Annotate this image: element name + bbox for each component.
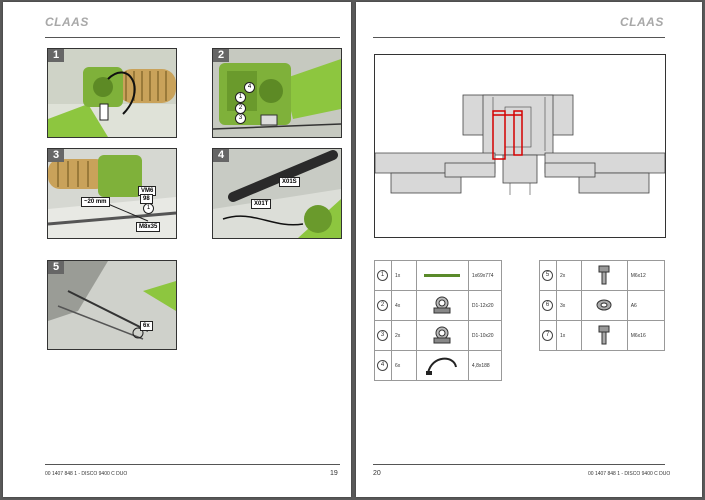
part-description: 4,8x188 (467, 350, 503, 381)
table-row: 7 1x M6x16 (539, 320, 666, 351)
part-description: M6x16 (626, 320, 666, 351)
item-index: 2 (377, 300, 388, 311)
figure-1: 1 (47, 48, 177, 138)
callout-label: ~20 mm (81, 197, 110, 207)
quantity: 6x (391, 350, 417, 381)
item-index: 5 (542, 270, 553, 281)
callout-label: M8x35 (136, 222, 161, 232)
figure-2: 2 4 1 2 3 (212, 48, 342, 138)
header-rule (373, 37, 665, 38)
item-index: 4 (377, 360, 388, 371)
footer-rule (45, 464, 340, 465)
figure-number: 1 (48, 49, 65, 62)
left-page: CLAAS 1 (3, 2, 351, 497)
claas-logo: CLAAS (620, 15, 664, 29)
part-description: M6x12 (626, 260, 666, 291)
figure-2-photo (213, 49, 341, 137)
callout-label: X01S (279, 177, 300, 187)
callout-marker: 1 (143, 203, 154, 214)
callout-label: 6x (140, 321, 153, 331)
quantity: 4x (391, 290, 417, 321)
right-page: CLAAS (356, 2, 702, 497)
page-number: 20 (373, 470, 381, 477)
figure-number: 5 (48, 261, 65, 274)
figure-5: 5 6x (47, 260, 177, 350)
table-row: 6 3x A6 (539, 290, 666, 321)
figure-number: 3 (48, 149, 65, 162)
bolt-icon (581, 260, 628, 291)
bolt-icon (581, 320, 628, 351)
item-index: 6 (542, 300, 553, 311)
nut-icon (581, 290, 628, 321)
figure-5-photo (48, 261, 176, 349)
claas-logo: CLAAS (45, 15, 89, 29)
item-index: 1 (377, 270, 388, 281)
parts-table-right: 5 2x M6x12 6 3x A6 7 1x M6x16 (539, 260, 666, 351)
machine-overview-diagram (374, 94, 666, 195)
table-row: 5 2x M6x12 (539, 260, 666, 291)
figure-4: 4 X01S X01T (212, 148, 342, 239)
part-description: 1x69x774 (467, 260, 503, 291)
table-row: 2 4x D1-12x20 (374, 290, 503, 321)
figure-number: 2 (213, 49, 230, 62)
figure-1-photo (48, 49, 176, 137)
figure-4-photo (213, 149, 341, 238)
figure-number: 4 (213, 149, 230, 162)
footer-rule (373, 464, 665, 465)
clamp-icon (416, 320, 469, 351)
footer-doc-id: 00 1407 848 1 - DISCO 9400 C DUO (45, 471, 128, 477)
quantity: 1x (391, 260, 417, 291)
header-rule (45, 37, 340, 38)
callout-marker: 3 (235, 113, 246, 124)
table-row: 1 1x 1x69x774 (374, 260, 503, 291)
callout-label: X01T (251, 199, 272, 209)
quantity: 3x (556, 290, 582, 321)
strip-icon (416, 260, 469, 291)
item-index: 7 (542, 330, 553, 341)
footer-doc-id: 00 1407 848 1 - DISCO 9400 C DUO (588, 471, 671, 477)
table-row: 4 6x 4,8x188 (374, 350, 503, 381)
quantity: 2x (391, 320, 417, 351)
quantity: 2x (556, 260, 582, 291)
part-description: D1-12x20 (467, 290, 503, 321)
quantity: 1x (556, 320, 582, 351)
figure-3: 3 VM6 98 1 ~20 mm M8x35 (47, 148, 177, 239)
callout-marker: 1 (235, 92, 246, 103)
table-row: 3 2x D1-10x20 (374, 320, 503, 351)
overview-drawing (374, 54, 666, 238)
page-number: 19 (330, 470, 338, 477)
cable-tie-icon (416, 350, 469, 381)
callout-marker: 4 (244, 82, 255, 93)
parts-table-left: 1 1x 1x69x774 2 4x D1-12x20 3 2x D1-10x2… (374, 260, 503, 381)
part-description: A6 (626, 290, 666, 321)
part-description: D1-10x20 (467, 320, 503, 351)
item-index: 3 (377, 330, 388, 341)
clamp-icon (416, 290, 469, 321)
